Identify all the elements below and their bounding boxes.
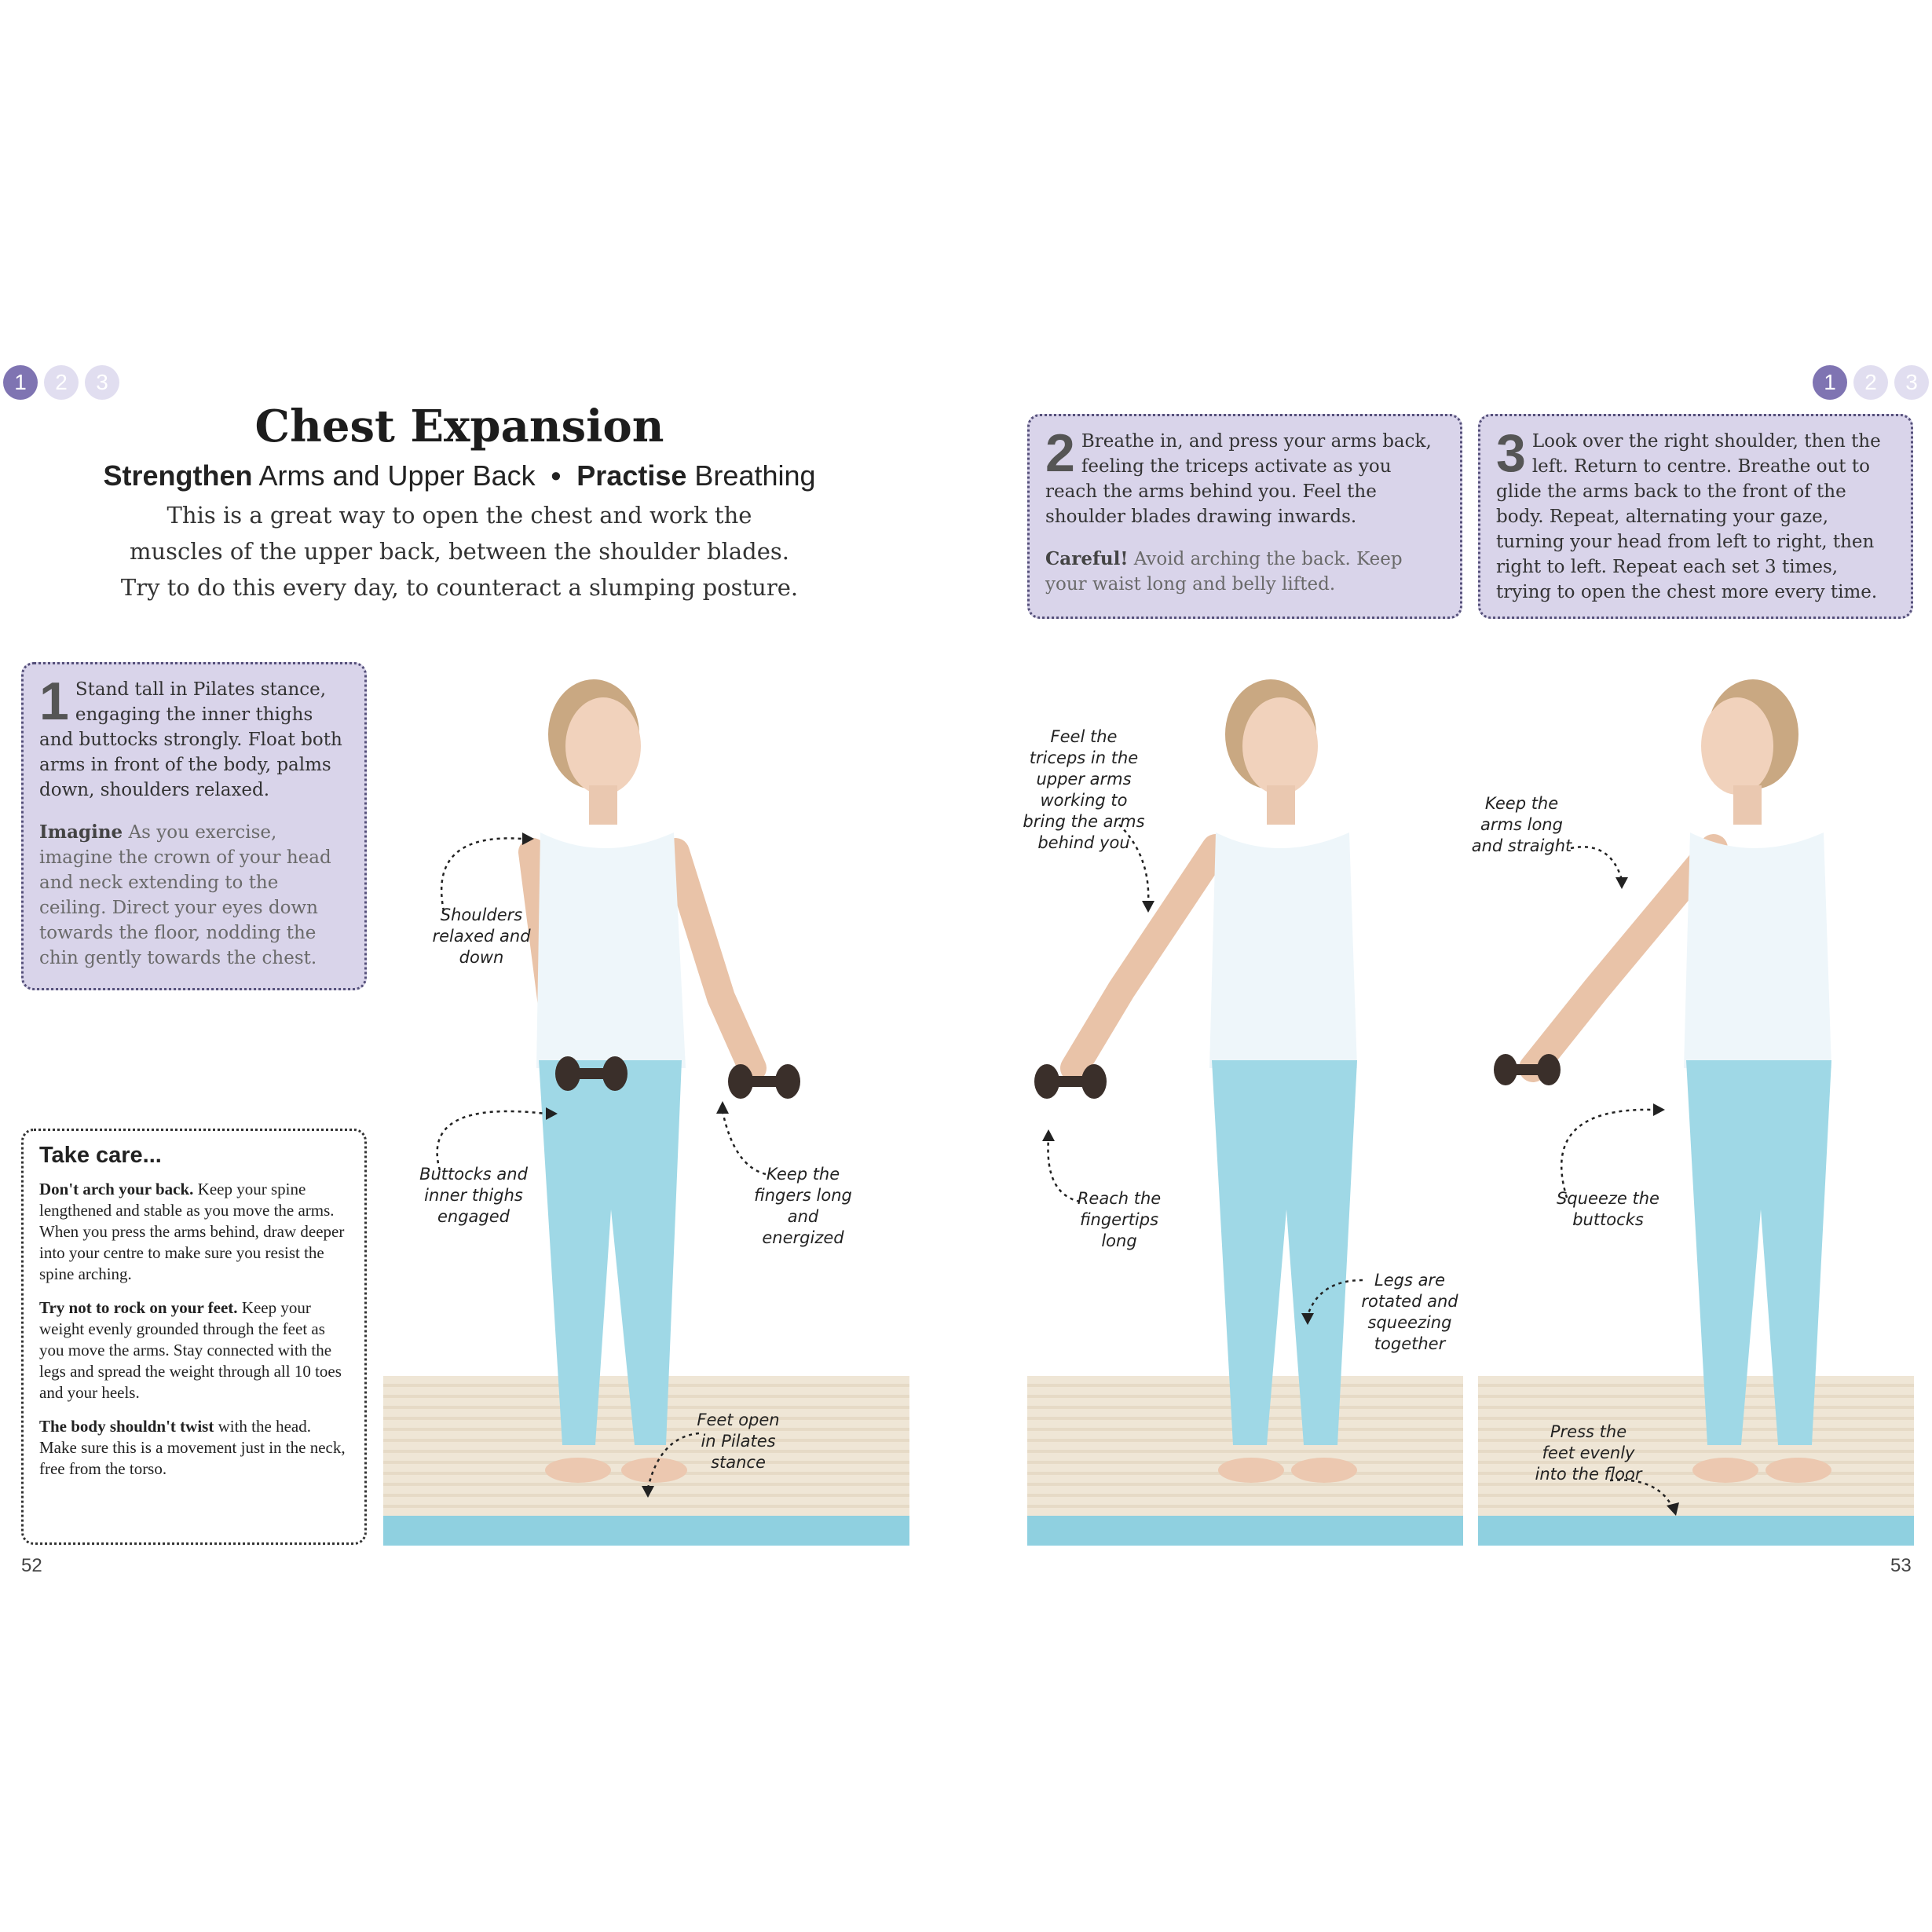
practise-label: Practise <box>576 459 687 492</box>
take-care-heading: Take care... <box>39 1143 162 1168</box>
step-2-text: Breathe in, and press your arms back, fe… <box>1045 431 1432 527</box>
separator-bullet: • <box>551 459 562 492</box>
strengthen-label: Strengthen <box>103 459 253 492</box>
strengthen-value: Arms and Upper Back <box>258 459 536 492</box>
step-1-extra-label: Imagine <box>39 821 123 843</box>
practise-value: Breathing <box>694 459 816 492</box>
level-indicator-left: 1 2 3 <box>3 365 119 400</box>
level-3-circle: 3 <box>85 365 119 400</box>
step-1-box: 1 Stand tall in Pilates stance, engaging… <box>21 662 367 990</box>
woman-figure-head-turned <box>1494 679 1831 1483</box>
step-2-extra-label: Careful! <box>1045 548 1129 569</box>
photo-panel-step-3 <box>1478 660 1914 1546</box>
page-number-left: 52 <box>21 1555 42 1576</box>
photo-panel-step-2 <box>1027 660 1463 1546</box>
intro-text: This is a great way to open the chest an… <box>120 502 799 601</box>
exercise-mat <box>383 1516 909 1546</box>
woman-figure-arms-forward <box>518 679 800 1483</box>
annotation-triceps: Feel the triceps in the upper arms worki… <box>1023 727 1145 852</box>
step-1-number: 1 <box>39 671 69 731</box>
annotation-squeeze-buttocks: Squeeze the buttocks <box>1557 1189 1659 1229</box>
annotation-buttocks-thighs: Buttocks and inner thighs engaged <box>419 1165 528 1226</box>
page-title: Chest Expansion <box>254 401 664 452</box>
step-3-text: Look over the right shoulder, then the l… <box>1496 431 1881 602</box>
annotation-legs-rotated: Legs are rotated and squeezing together <box>1361 1271 1458 1353</box>
exercise-mat <box>1027 1516 1463 1546</box>
take-care-item: The body shouldn't twist with the head. … <box>39 1417 346 1478</box>
step-2-number: 2 <box>1045 423 1075 483</box>
level-3-circle: 3 <box>1894 365 1929 400</box>
level-1-circle: 1 <box>1813 365 1847 400</box>
step-3-number: 3 <box>1496 423 1526 483</box>
annotation-fingertips: Reach the fingertips long <box>1077 1189 1162 1250</box>
annotation-arms-long: Keep the arms long and straight <box>1471 794 1572 855</box>
annotation-press-feet: Press the feet evenly into the floor <box>1535 1422 1642 1484</box>
take-care-box: Take care... Don't arch your back. Keep … <box>21 1129 367 1545</box>
annotation-feet-stance: Feet open in Pilates stance <box>697 1411 780 1472</box>
step-1-text: Stand tall in Pilates stance, engaging t… <box>39 679 342 800</box>
take-care-item: Don't arch your back. Keep your spine le… <box>39 1180 345 1283</box>
step-1-extra-text: As you exercise, imagine the crown of yo… <box>39 822 331 968</box>
step-2-box: 2 Breathe in, and press your arms back, … <box>1027 414 1462 619</box>
level-2-circle: 2 <box>44 365 79 400</box>
annotation-fingers: Keep the fingers long and energized <box>754 1165 852 1247</box>
level-indicator-right: 1 2 3 <box>1813 365 1929 400</box>
level-2-circle: 2 <box>1853 365 1888 400</box>
step-3-box: 3 Look over the right shoulder, then the… <box>1478 414 1913 619</box>
take-care-item: Try not to rock on your feet. Keep your … <box>39 1298 342 1402</box>
annotation-shoulders: Shoulders relaxed and down <box>432 906 531 967</box>
exercise-focus: Strengthen Arms and Upper Back • Practis… <box>63 459 856 492</box>
exercise-mat <box>1478 1516 1914 1546</box>
page-number-right: 53 <box>1890 1555 1912 1576</box>
photo-panel-step-1 <box>383 660 909 1546</box>
level-1-circle: 1 <box>3 365 38 400</box>
step-2-extra-text: Avoid arching the back. Keep your waist … <box>1045 549 1403 595</box>
wooden-floor <box>1478 1376 1914 1516</box>
woman-figure-arms-back <box>1034 679 1357 1483</box>
